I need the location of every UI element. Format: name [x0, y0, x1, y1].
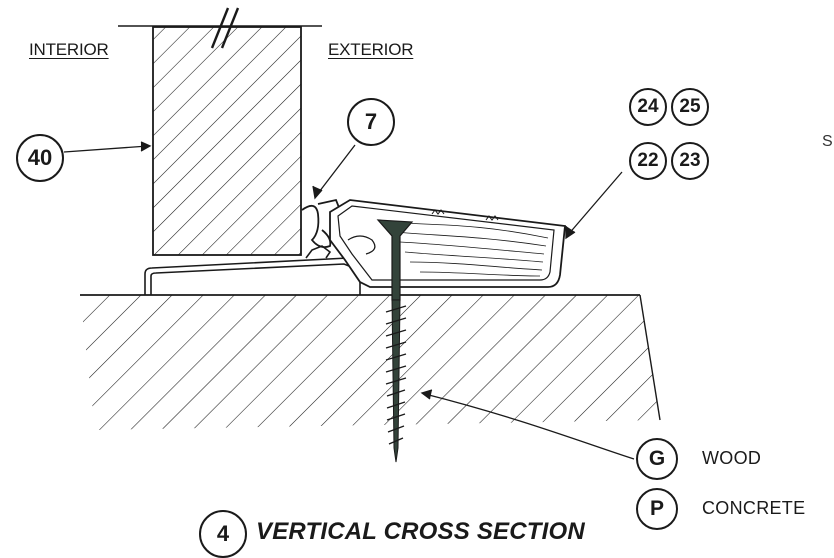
- wall-section: [118, 7, 322, 256]
- callout-23: 23: [671, 142, 709, 180]
- callout-7: 7: [347, 98, 395, 146]
- concrete-slab: [80, 294, 661, 430]
- legend-text-wood: WOOD: [702, 448, 762, 468]
- screw: [376, 219, 414, 463]
- drawing-title: VERTICAL CROSS SECTION: [256, 518, 585, 545]
- edge-letter: S: [822, 133, 833, 150]
- wood-sill: [329, 199, 566, 288]
- legend-key-wood: G: [636, 438, 678, 480]
- title-number: 4: [199, 510, 247, 558]
- callout-25: 25: [671, 88, 709, 126]
- callout-22: 22: [629, 142, 667, 180]
- legend-key-concrete: P: [636, 488, 678, 530]
- exterior-label: EXTERIOR: [328, 40, 414, 59]
- callout-40: 40: [16, 134, 64, 182]
- interior-label: INTERIOR: [29, 40, 109, 59]
- leader-lines: [63, 141, 635, 460]
- callout-24: 24: [629, 88, 667, 126]
- legend-text-concrete: CONCRETE: [702, 498, 806, 518]
